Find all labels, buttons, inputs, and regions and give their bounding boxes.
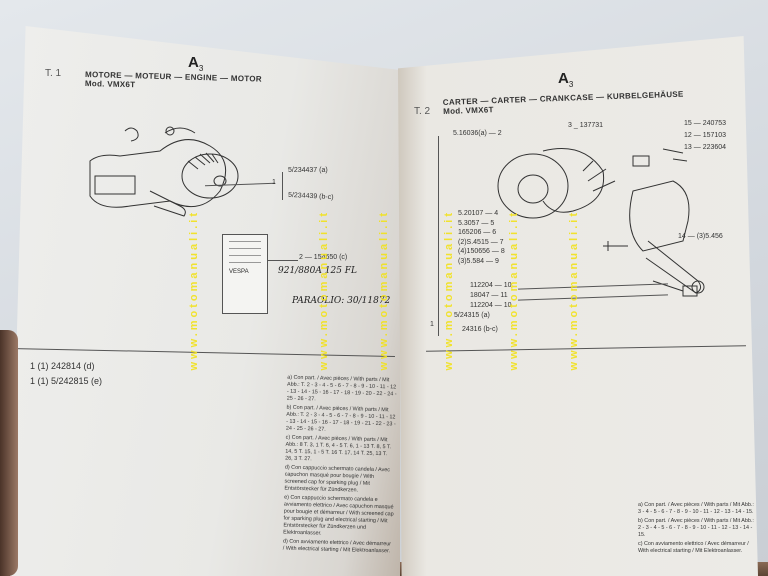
engine-drawing — [89, 126, 239, 217]
label-decal-drawing: VESPA — [222, 234, 268, 314]
watermark: www.motomanuali.it — [318, 210, 330, 371]
assembly-ref: 1 — [430, 321, 434, 328]
watermark: www.motomanuali.it — [508, 210, 520, 371]
footnotes: a) Con part. / Avec pièces / With parts … — [282, 374, 397, 555]
watermark: www.motomanuali.it — [378, 210, 390, 371]
bracket — [438, 136, 439, 336]
bottom-part: 1 (1) 5/242815 (e) — [30, 376, 103, 386]
part-callout: 14 — (3)5.456 — [678, 233, 723, 240]
assembly-part: 24316 (b-c) — [462, 326, 498, 333]
watermark: www.motomanuali.it — [568, 210, 580, 371]
bracket — [282, 172, 283, 200]
page-heading: MOTORE — MOTEUR — ENGINE — MOTOR Mod. VM… — [84, 70, 263, 90]
page-heading: CARTER — CARTER — CRANKCASE — KURBELGEHÄ… — [442, 89, 684, 116]
divider — [10, 347, 395, 358]
thumb — [0, 330, 18, 576]
handwritten-note: 921/880A 125 FL — [278, 266, 358, 276]
part-callout: 3 _ 137731 — [568, 122, 604, 129]
section-mark: A3 — [188, 54, 204, 73]
callout-list: 5.20107 — 4 5.3057 — 5 165206 — 6 (2)S.4… — [458, 210, 505, 265]
divider — [426, 345, 746, 352]
assembly-part: 5/24315 (a) — [454, 312, 490, 319]
crankcase-drawing — [497, 148, 705, 297]
watermark: www.motomanuali.it — [188, 210, 200, 371]
table-number: T. 1 — [45, 68, 62, 79]
right-page: A3 T. 2 CARTER — CARTER — CRANKCASE — KU… — [398, 36, 758, 576]
footnotes: a) Con part. / Avec pièces / With parts … — [638, 502, 754, 554]
part-number: 5/234439 (b-c) — [287, 191, 334, 202]
section-mark: A3 — [558, 70, 574, 89]
callout-list-lower: 112204 — 10 18047 — 11 112204 — 10 — [470, 282, 512, 309]
table-number: T. 2 — [414, 106, 431, 117]
leader-line — [268, 260, 298, 261]
part-callout: 13 — 223604 — [684, 144, 727, 151]
part-callout: 12 — 157103 — [684, 132, 727, 139]
callout-ref: 1 — [272, 179, 276, 186]
part-callout: 5.16036(a) — 2 — [453, 130, 502, 137]
watermark: www.motomanuali.it — [443, 210, 455, 371]
part-callout: 2 — 154650 (c) — [299, 254, 348, 261]
part-number: 5/234437 (a) — [288, 167, 328, 174]
bottom-part: 1 (1) 242814 (d) — [30, 361, 95, 371]
handwritten-note: PARAOLIO: 30/11872 — [292, 296, 391, 306]
left-page: A3 T. 1 MOTORE — MOTEUR — ENGINE — MOTOR… — [10, 26, 400, 576]
part-callout: 15 — 240753 — [684, 120, 727, 127]
